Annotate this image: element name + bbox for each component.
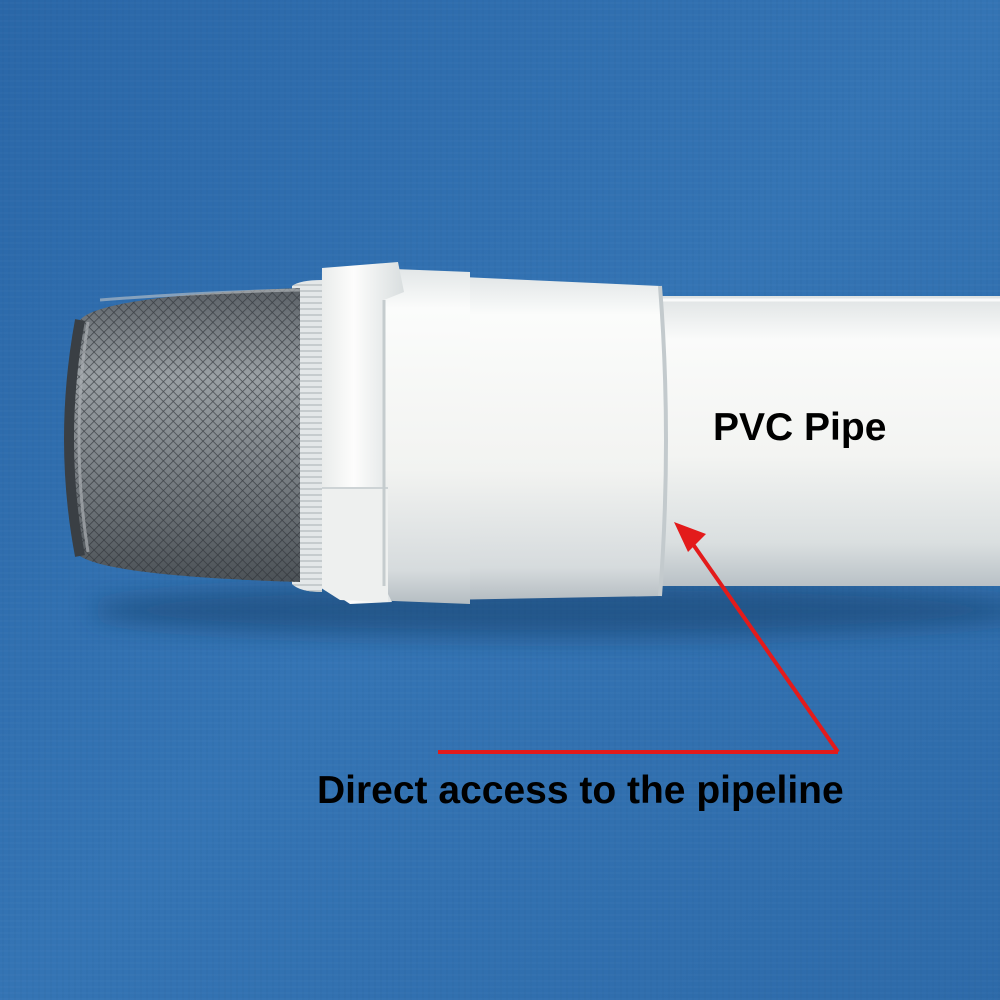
- annotation-arrow: [438, 522, 840, 754]
- pvc-pipe-label: PVC Pipe: [713, 406, 887, 449]
- direct-access-label: Direct access to the pipeline: [317, 769, 844, 812]
- pvc-pipe-body: [640, 296, 1000, 586]
- pipe-coupling: [438, 276, 668, 600]
- mesh-strainer: [64, 288, 301, 582]
- hex-nut: [318, 262, 404, 604]
